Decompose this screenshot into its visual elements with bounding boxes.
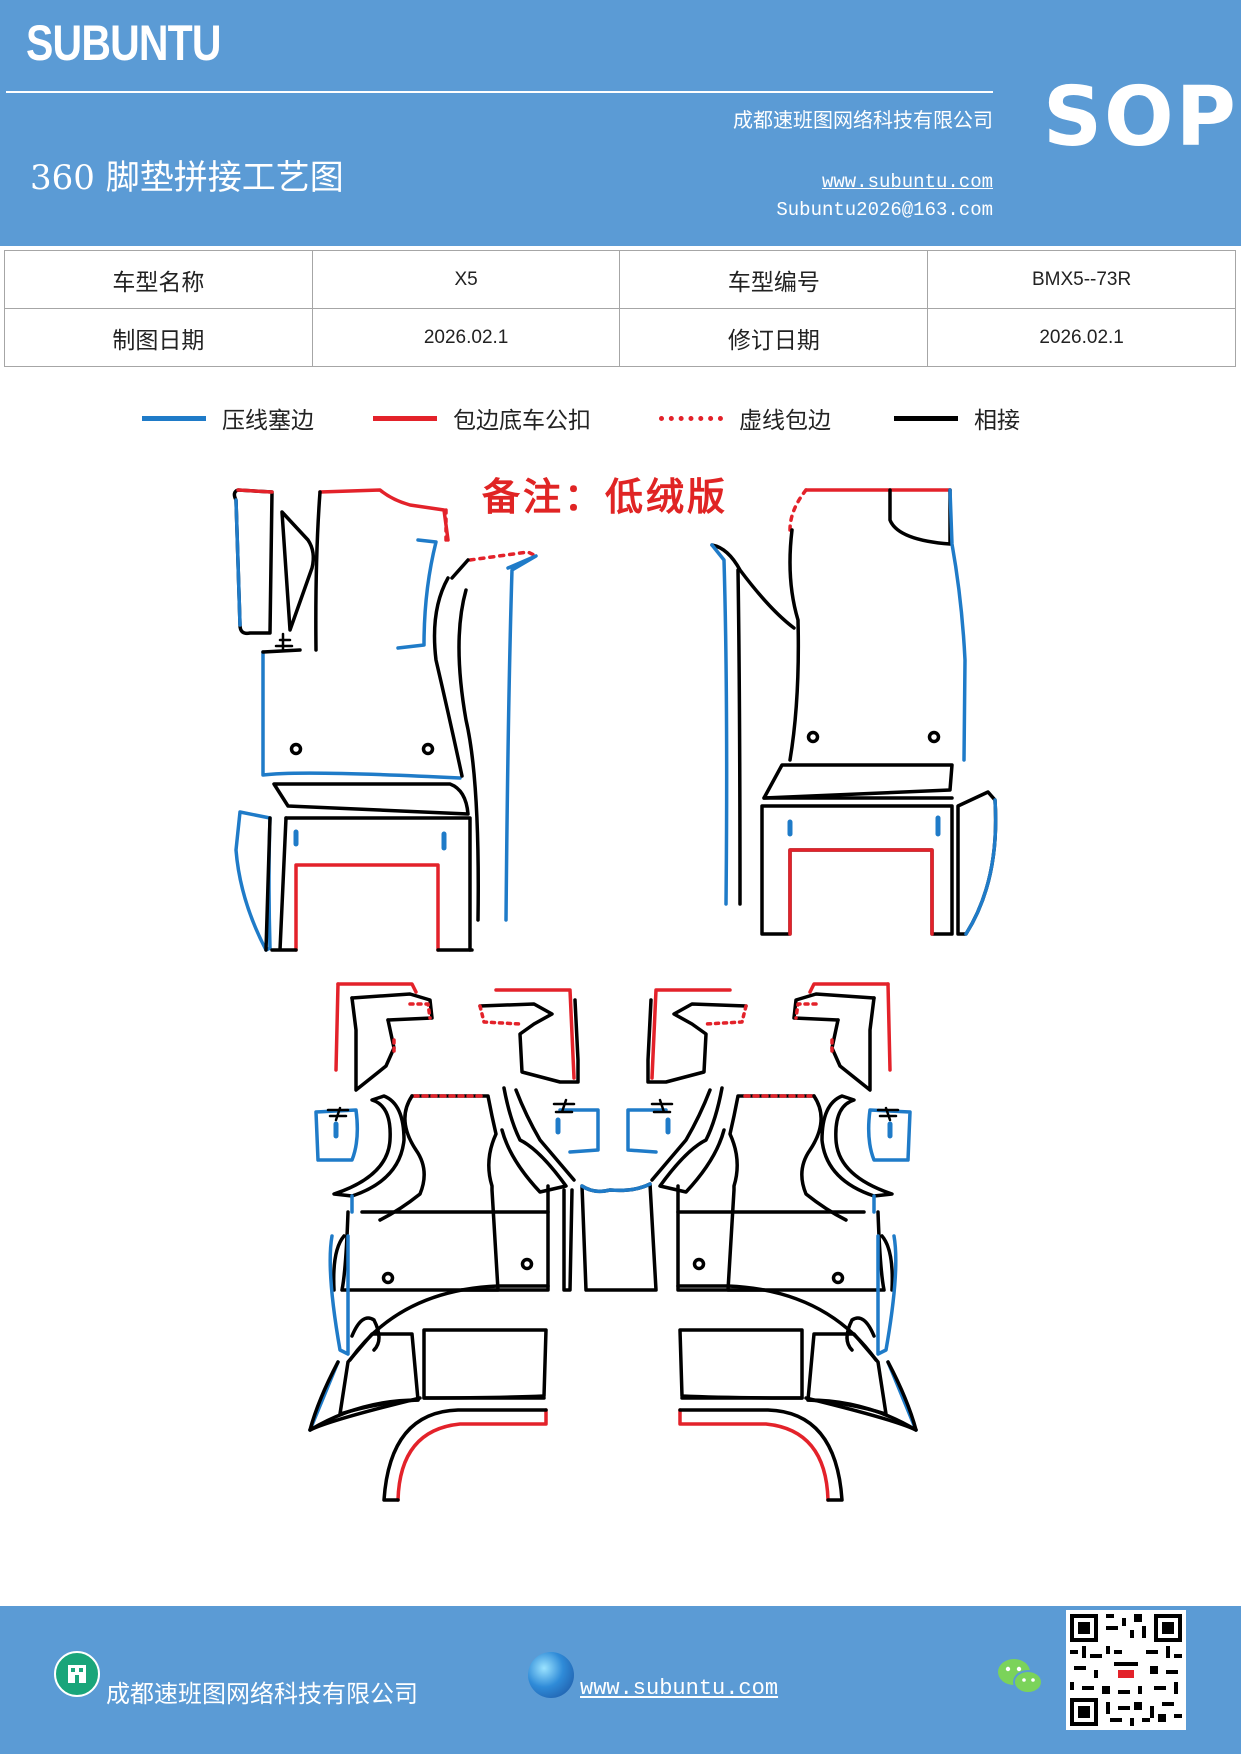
company-name: 成都速班图网络科技有限公司 bbox=[733, 108, 993, 132]
legend-swatch bbox=[894, 415, 958, 421]
footer-banner: 成都速班图网络科技有限公司 www.subuntu.com bbox=[0, 1606, 1241, 1754]
draw-date-value: 2026.02.1 bbox=[311, 308, 621, 367]
floor-mat-diagram bbox=[232, 488, 998, 1502]
legend-label: 相接 bbox=[974, 408, 1020, 434]
model-info-table: 车型名称 X5 车型编号 BMX5--73R 制图日期 2026.02.1 修订… bbox=[4, 250, 1236, 367]
website-link[interactable]: www.subuntu.com bbox=[821, 171, 993, 193]
model-code-value: BMX5--73R bbox=[927, 250, 1236, 309]
legend-item-joint: 相接 bbox=[894, 402, 1020, 434]
legend-swatch bbox=[659, 415, 723, 421]
note-text: 备注：低绒版 bbox=[482, 475, 729, 519]
globe-icon bbox=[528, 1652, 574, 1698]
front-left-mat bbox=[232, 488, 538, 952]
sop-badge: SOP bbox=[1043, 70, 1238, 165]
rear-right-mat bbox=[626, 982, 918, 1502]
legend-item-press-line: 压线塞边 bbox=[142, 402, 314, 434]
footer-company-name: 成都速班图网络科技有限公司 bbox=[106, 1680, 418, 1708]
brand-logo: SUBUNTU bbox=[26, 15, 222, 71]
rear-left-mat bbox=[308, 982, 658, 1502]
legend-item-dotted-edge: 虚线包边 bbox=[659, 402, 831, 434]
model-code-label: 车型编号 bbox=[619, 250, 929, 309]
legend-item-red-edge: 包边底车公扣 bbox=[373, 402, 591, 434]
model-name-value: X5 bbox=[311, 250, 621, 309]
revise-date-label: 修订日期 bbox=[619, 308, 929, 367]
document-title: 360 脚垫拼接工艺图 bbox=[30, 158, 344, 198]
draw-date-label: 制图日期 bbox=[4, 308, 313, 367]
front-right-mat bbox=[710, 488, 998, 936]
legend-label: 虚线包边 bbox=[739, 408, 831, 434]
legend-swatch bbox=[373, 415, 437, 421]
header-divider bbox=[6, 91, 993, 93]
table-row: 车型名称 X5 车型编号 BMX5--73R bbox=[4, 250, 1236, 309]
table-row: 制图日期 2026.02.1 修订日期 2026.02.1 bbox=[4, 308, 1236, 367]
footer-website-link[interactable]: www.subuntu.com bbox=[580, 1676, 779, 1701]
email-address: Subuntu2026@163.com bbox=[776, 199, 993, 221]
qr-code[interactable] bbox=[1066, 1610, 1186, 1730]
building-icon bbox=[54, 1651, 100, 1697]
legend-swatch bbox=[142, 415, 206, 421]
revise-date-value: 2026.02.1 bbox=[927, 308, 1236, 367]
header-banner: SUBUNTU 成都速班图网络科技有限公司 360 脚垫拼接工艺图 www.su… bbox=[0, 0, 1241, 246]
model-name-label: 车型名称 bbox=[4, 250, 313, 309]
wechat-icon[interactable] bbox=[996, 1656, 1044, 1702]
legend-label: 压线塞边 bbox=[222, 408, 314, 434]
legend-label: 包边底车公扣 bbox=[453, 408, 591, 434]
